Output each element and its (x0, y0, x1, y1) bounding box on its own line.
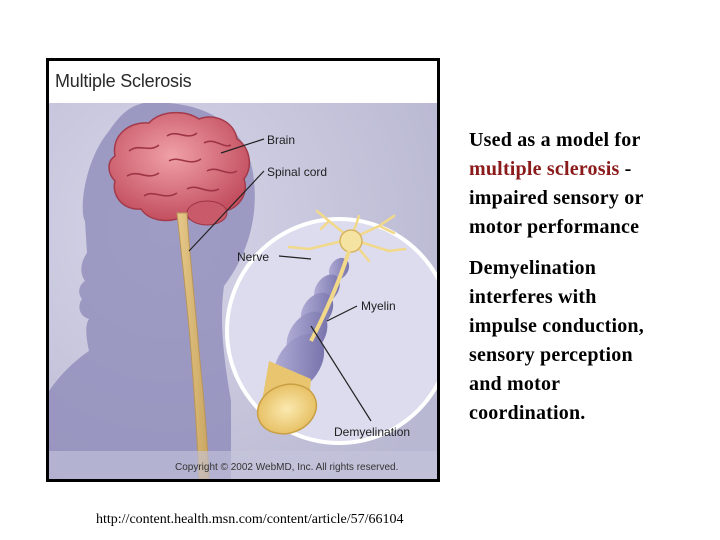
copyright-notice: Copyright © 2002 WebMD, Inc. All rights … (175, 462, 399, 473)
text-block-demyelination: Demyelination interferes with impulse co… (469, 254, 709, 428)
label-demyelination: Demyelination (334, 425, 411, 439)
figure-header: Multiple Sclerosis (49, 61, 437, 103)
source-url[interactable]: http://content.health.msn.com/content/ar… (96, 512, 404, 527)
label-nerve: Nerve (237, 250, 270, 264)
text-line: sensory perception (469, 344, 633, 366)
figure-title: Multiple Sclerosis (55, 71, 192, 91)
text-line: Demyelination (469, 257, 597, 279)
brain-folds (126, 132, 238, 197)
text-line: interferes with (469, 286, 597, 308)
text-block-model: Used as a model for multiple sclerosis -… (469, 126, 709, 242)
text-line: motor performance (469, 216, 640, 238)
text-line: impaired sensory or (469, 187, 644, 209)
cerebellum (186, 200, 228, 226)
pointer-lines (188, 138, 372, 422)
text-line: impulse conduction, (469, 315, 644, 337)
text-line: coordination. (469, 402, 586, 424)
axon (309, 250, 351, 342)
label-spinal-cord: Spinal cord (267, 165, 328, 179)
text-fragment: - (619, 158, 632, 180)
ms-illustration (49, 61, 437, 479)
label-myelin: Myelin (361, 299, 396, 313)
nerve-cross-section (256, 361, 318, 435)
brain-shape (108, 111, 251, 222)
text-line: Used as a model for (469, 129, 641, 151)
ms-link-text: multiple sclerosis (469, 158, 620, 180)
figure-frame: Multiple Sclerosis Brain Spinal cord Ner… (46, 58, 440, 482)
neuron-cell-body (339, 229, 363, 253)
text-line: and motor (469, 373, 561, 395)
label-brain: Brain (267, 133, 296, 147)
text-line: multiple sclerosis - (469, 155, 709, 184)
spinal-cord (176, 212, 210, 479)
